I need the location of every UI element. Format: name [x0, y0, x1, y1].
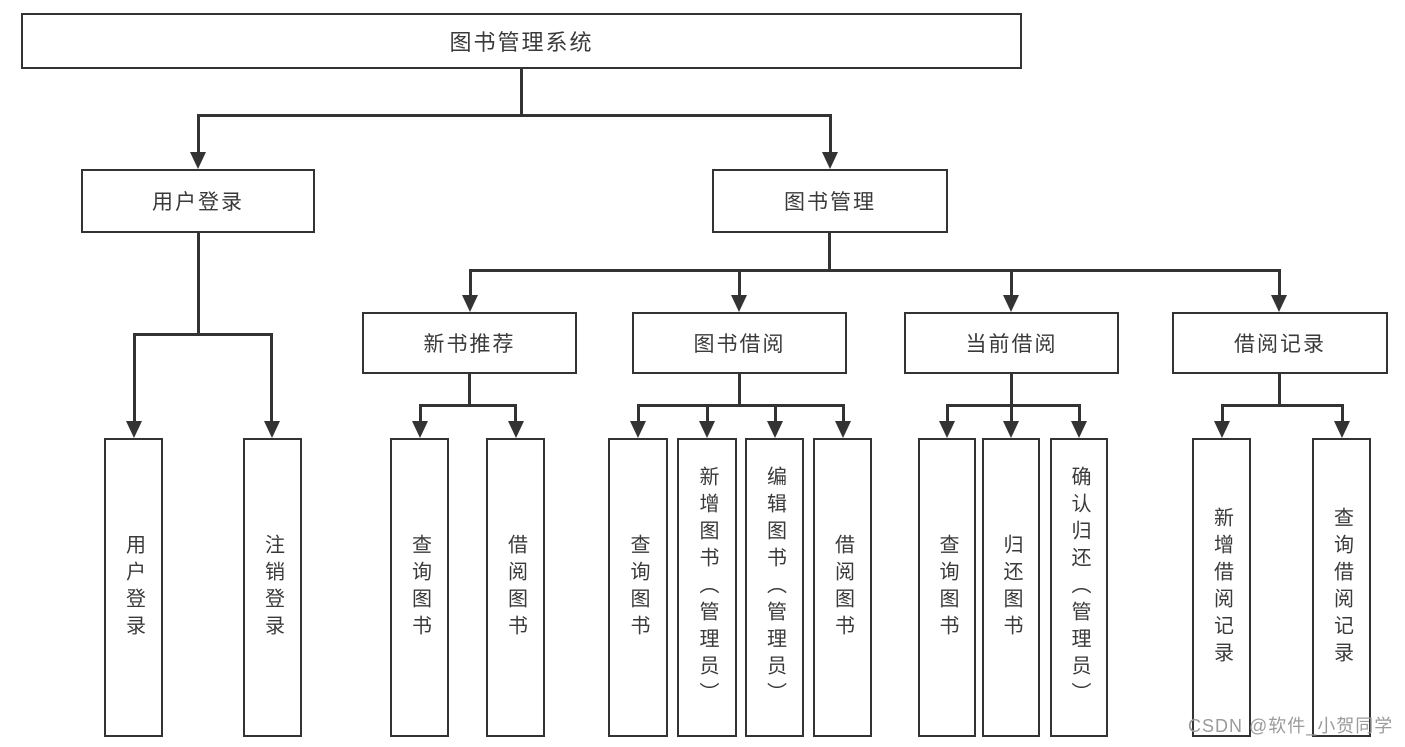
node-new-book-recommend: 新书推荐	[362, 312, 577, 374]
arrow-down-icon	[126, 421, 142, 438]
connector-line	[1221, 404, 1224, 423]
arrow-down-icon	[1003, 295, 1019, 312]
node-current-borrow: 当前借阅	[904, 312, 1119, 374]
arrow-down-icon	[412, 421, 428, 438]
connector-line	[419, 404, 517, 407]
connector-line	[520, 69, 523, 116]
arrow-down-icon	[264, 421, 280, 438]
arrow-down-icon	[190, 152, 206, 169]
arrow-down-icon	[822, 152, 838, 169]
connector-line	[828, 233, 831, 271]
leaf-edit-books-admin: 编辑图书（管理员）	[745, 438, 804, 737]
leaf-confirm-return-admin: 确认归还（管理员）	[1050, 438, 1108, 737]
connector-line	[1010, 404, 1013, 423]
arrow-down-icon	[508, 421, 524, 438]
arrow-down-icon	[462, 295, 478, 312]
csdn-watermark: CSDN @软件_小贺同学	[1188, 716, 1394, 736]
connector-line	[946, 404, 1080, 407]
connector-line	[469, 269, 1281, 272]
connector-line	[270, 333, 273, 422]
connector-line	[738, 374, 741, 406]
leaf-query-borrow-record: 查询借阅记录	[1312, 438, 1371, 737]
connector-line	[469, 269, 472, 297]
arrow-down-icon	[731, 295, 747, 312]
connector-line	[197, 233, 200, 335]
node-user-login: 用户登录	[81, 169, 315, 233]
connector-line	[197, 114, 200, 156]
connector-line	[706, 404, 709, 423]
arrow-down-icon	[1003, 421, 1019, 438]
leaf-add-books-admin: 新增图书（管理员）	[677, 438, 737, 737]
leaf-query-books: 查询图书	[608, 438, 668, 737]
connector-line	[1278, 374, 1281, 406]
connector-line	[514, 404, 517, 423]
leaf-query-books: 查询图书	[390, 438, 449, 737]
connector-line	[829, 114, 832, 156]
connector-line	[1078, 404, 1081, 423]
connector-line	[1278, 269, 1281, 297]
leaf-add-borrow-record: 新增借阅记录	[1192, 438, 1251, 737]
node-borrow-record: 借阅记录	[1172, 312, 1388, 374]
node-book-management: 图书管理	[712, 169, 948, 233]
connector-line	[637, 404, 844, 407]
node-book-borrow: 图书借阅	[632, 312, 847, 374]
connector-line	[197, 114, 831, 117]
leaf-return-books: 归还图书	[982, 438, 1040, 737]
leaf-user-login: 用户登录	[104, 438, 163, 737]
connector-line	[738, 269, 741, 297]
connector-line	[133, 333, 273, 336]
connector-line	[637, 404, 640, 423]
arrow-down-icon	[835, 421, 851, 438]
connector-line	[1341, 404, 1344, 423]
connector-line	[946, 404, 949, 423]
leaf-borrow-books: 借阅图书	[813, 438, 872, 737]
node-root-system: 图书管理系统	[21, 13, 1022, 69]
leaf-logout: 注销登录	[243, 438, 302, 737]
connector-line	[1010, 374, 1013, 406]
arrow-down-icon	[939, 421, 955, 438]
arrow-down-icon	[767, 421, 783, 438]
arrow-down-icon	[699, 421, 715, 438]
connector-line	[133, 333, 136, 422]
arrow-down-icon	[630, 421, 646, 438]
arrow-down-icon	[1214, 421, 1230, 438]
connector-line	[468, 374, 471, 406]
connector-line	[842, 404, 845, 423]
connector-line	[1010, 269, 1013, 297]
leaf-borrow-books: 借阅图书	[486, 438, 545, 737]
leaf-query-books: 查询图书	[918, 438, 976, 737]
connector-line	[1221, 404, 1343, 407]
arrow-down-icon	[1071, 421, 1087, 438]
arrow-down-icon	[1334, 421, 1350, 438]
arrow-down-icon	[1271, 295, 1287, 312]
connector-line	[419, 404, 422, 423]
connector-line	[774, 404, 777, 423]
